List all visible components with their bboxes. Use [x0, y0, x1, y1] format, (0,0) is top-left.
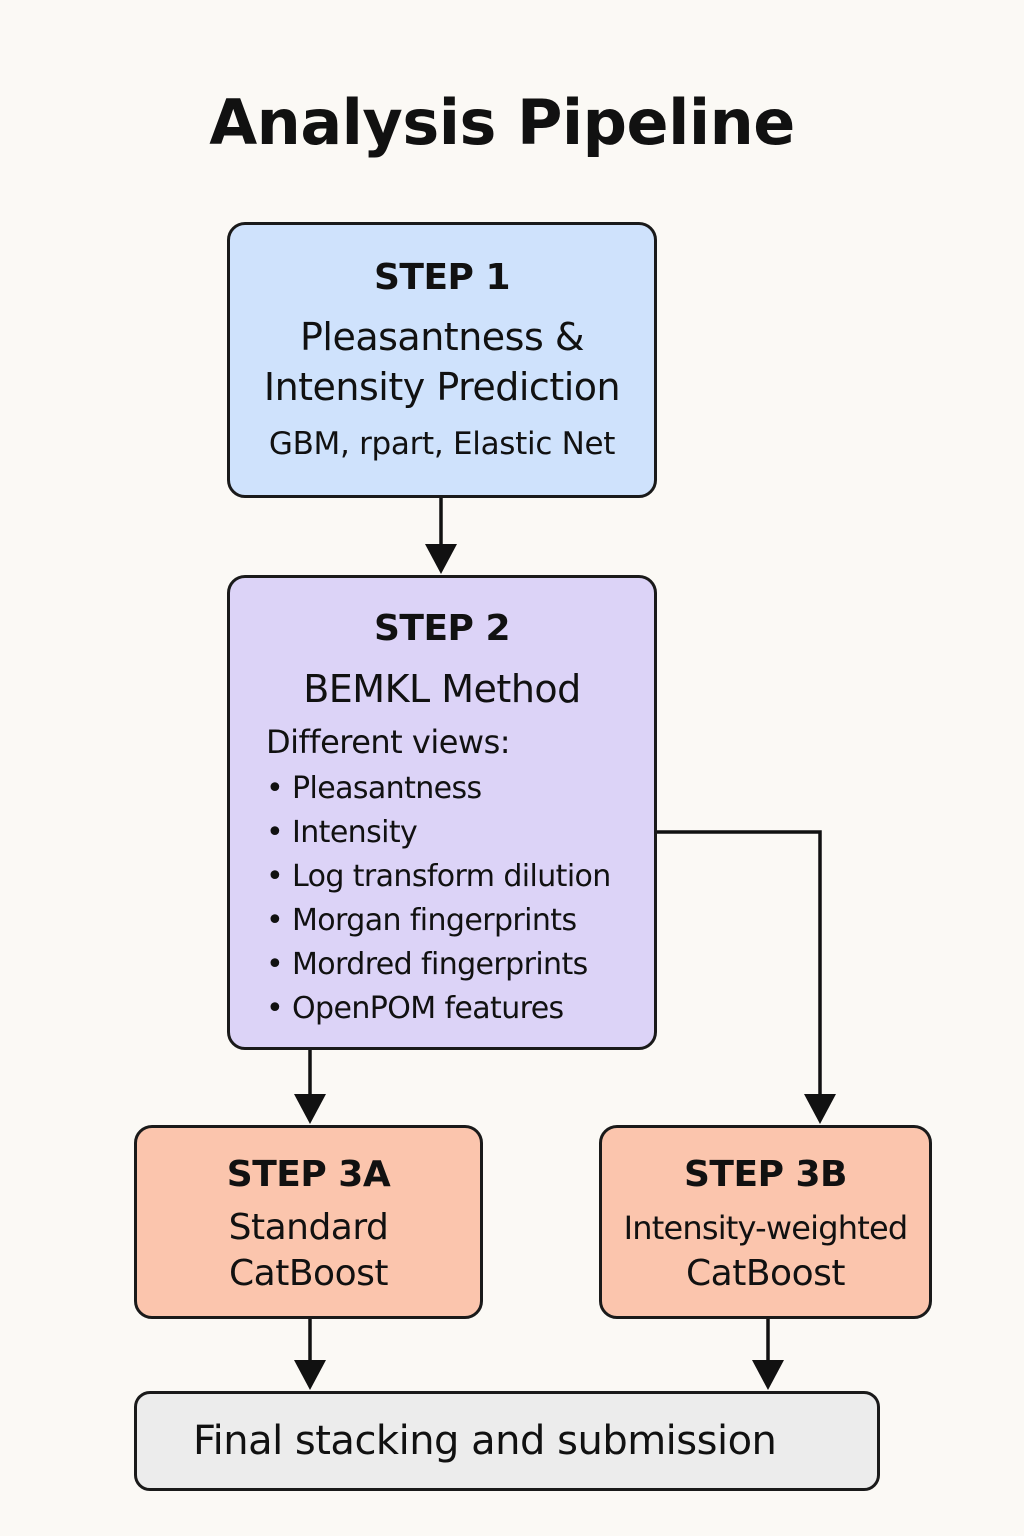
step1-box: STEP 1 Pleasantness & Intensity Predicti…	[227, 222, 657, 498]
step3a-label: STEP 3A	[226, 1154, 391, 1195]
step3a-heading: Standard CatBoost	[137, 1205, 480, 1297]
final-label: Final stacking and submission	[193, 1418, 777, 1464]
arrow-step1-to-step2	[425, 498, 457, 574]
step3b-heading-line1: Intensity-weighted	[623, 1209, 909, 1247]
view-label: OpenPOM features	[292, 991, 564, 1026]
step1-models: GBM, rpart, Elastic Net	[268, 426, 616, 462]
list-item: •OpenPOM features	[266, 987, 654, 1031]
view-label: Pleasantness	[292, 771, 482, 806]
view-label: Intensity	[292, 815, 418, 850]
step3b-heading: Intensity-weighted CatBoost	[602, 1205, 929, 1297]
arrow-step2-to-step3a	[294, 1050, 326, 1124]
step3a-heading-line2: CatBoost	[229, 1253, 388, 1294]
step2-views-title: Different views:	[266, 723, 511, 761]
list-item: •Mordred fingerprints	[266, 943, 654, 987]
step3a-box: STEP 3A Standard CatBoost	[134, 1125, 483, 1319]
step3b-heading-line2: CatBoost	[686, 1253, 845, 1294]
step2-box: STEP 2 BEMKL Method Different views: •Pl…	[227, 575, 657, 1050]
step3b-box: STEP 3B Intensity-weighted CatBoost	[599, 1125, 932, 1319]
view-label: Mordred fingerprints	[292, 947, 588, 982]
bullet-icon: •	[266, 947, 284, 982]
list-item: •Morgan fingerprints	[266, 899, 654, 943]
bullet-icon: •	[266, 859, 284, 894]
step2-views-list: •Pleasantness •Intensity •Log transform …	[230, 767, 654, 1031]
list-item: •Pleasantness	[266, 767, 654, 811]
view-label: Log transform dilution	[292, 859, 611, 894]
step2-label: STEP 2	[373, 608, 511, 649]
list-item: •Log transform dilution	[266, 855, 654, 899]
arrow-step2-to-step3b	[657, 830, 836, 1124]
step1-heading-line2: Intensity Prediction	[263, 365, 621, 409]
view-label: Morgan fingerprints	[292, 903, 577, 938]
step1-heading: Pleasantness & Intensity Prediction	[230, 312, 654, 412]
page-title: Analysis Pipeline	[209, 86, 795, 159]
step1-label: STEP 1	[373, 257, 511, 298]
final-box: Final stacking and submission	[134, 1391, 880, 1491]
list-item: •Intensity	[266, 811, 654, 855]
bullet-icon: •	[266, 991, 284, 1026]
step1-heading-line1: Pleasantness &	[300, 315, 584, 359]
arrow-step3a-to-final	[294, 1319, 326, 1390]
step3b-label: STEP 3B	[684, 1154, 847, 1195]
bullet-icon: •	[266, 903, 284, 938]
bullet-icon: •	[266, 771, 284, 806]
step2-heading: BEMKL Method	[303, 667, 581, 711]
arrow-step3b-to-final	[752, 1319, 784, 1390]
step3a-heading-line1: Standard	[228, 1207, 389, 1248]
bullet-icon: •	[266, 815, 284, 850]
